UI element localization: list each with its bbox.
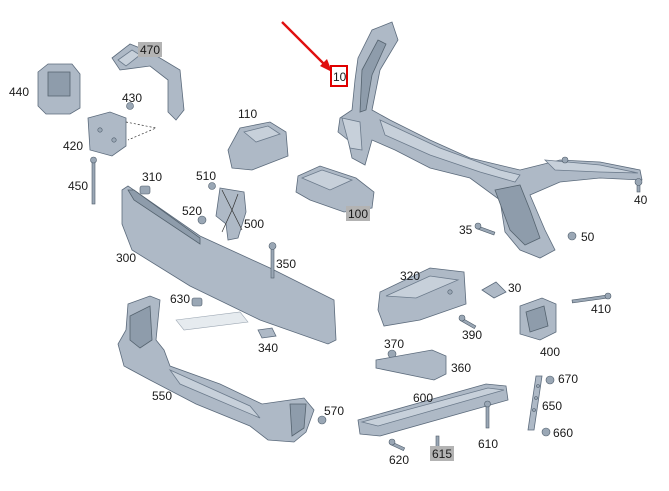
label-100[interactable]: 100 bbox=[348, 207, 368, 221]
part-450-bolt[interactable] bbox=[90, 156, 97, 205]
part-110-duct[interactable] bbox=[227, 121, 289, 171]
part-40-bolt[interactable] bbox=[634, 178, 643, 193]
part-360-trim[interactable] bbox=[375, 349, 447, 381]
label-30[interactable]: 30 bbox=[508, 281, 522, 295]
label-40[interactable]: 40 bbox=[634, 193, 648, 207]
part-610-bolt[interactable] bbox=[484, 400, 491, 429]
selection-arrow bbox=[281, 21, 332, 72]
label-110[interactable]: 110 bbox=[238, 107, 257, 121]
selection-frame-10 bbox=[330, 65, 348, 87]
part-670-nut[interactable] bbox=[545, 375, 555, 385]
label-620[interactable]: 620 bbox=[389, 453, 409, 467]
highlight-615 bbox=[430, 446, 454, 461]
label-630[interactable]: 630 bbox=[170, 292, 190, 306]
part-570-bolt[interactable] bbox=[317, 415, 327, 425]
part-310-clip[interactable] bbox=[139, 185, 151, 195]
label-615[interactable]: 615 bbox=[432, 447, 452, 461]
part-35-bolt[interactable] bbox=[474, 222, 496, 236]
label-10[interactable]: 10 bbox=[333, 70, 347, 84]
part-660-nut[interactable] bbox=[541, 427, 551, 437]
part-350-bolt[interactable] bbox=[268, 242, 277, 279]
label-35[interactable]: 35 bbox=[459, 223, 473, 237]
part-410-bolt[interactable] bbox=[571, 292, 612, 304]
label-550[interactable]: 550 bbox=[152, 389, 172, 403]
label-350[interactable]: 350 bbox=[276, 257, 296, 271]
part-100-duct[interactable] bbox=[295, 165, 375, 213]
label-600[interactable]: 600 bbox=[413, 391, 433, 405]
label-520[interactable]: 520 bbox=[182, 204, 202, 218]
part-320-bracket[interactable] bbox=[377, 267, 467, 327]
label-660[interactable]: 660 bbox=[553, 426, 573, 440]
part-50-bolt[interactable] bbox=[567, 231, 577, 241]
part-600-rail[interactable] bbox=[357, 383, 509, 437]
label-440[interactable]: 440 bbox=[9, 85, 29, 99]
part-300-crossbar[interactable] bbox=[121, 185, 337, 345]
label-420[interactable]: 420 bbox=[63, 139, 83, 153]
part-420-plate[interactable] bbox=[87, 111, 127, 157]
part-10-front-carrier[interactable] bbox=[337, 21, 643, 259]
part-400-housing[interactable] bbox=[519, 297, 557, 341]
label-570[interactable]: 570 bbox=[324, 404, 344, 418]
label-400[interactable]: 400 bbox=[540, 345, 560, 359]
label-510[interactable]: 510 bbox=[196, 169, 216, 183]
highlight-100 bbox=[346, 206, 370, 221]
label-390[interactable]: 390 bbox=[462, 328, 482, 342]
label-670[interactable]: 670 bbox=[558, 372, 578, 386]
part-430-bolt[interactable] bbox=[126, 102, 134, 110]
part-550-carrier[interactable] bbox=[117, 295, 315, 443]
label-320[interactable]: 320 bbox=[400, 269, 420, 283]
part-500-bracket[interactable] bbox=[215, 187, 247, 241]
highlight-470 bbox=[138, 42, 162, 57]
label-470[interactable]: 470 bbox=[140, 43, 160, 57]
part-30-clip[interactable] bbox=[481, 281, 507, 299]
label-50[interactable]: 50 bbox=[581, 230, 595, 244]
part-620-bolt[interactable] bbox=[388, 438, 406, 452]
part-440-block[interactable] bbox=[37, 63, 81, 115]
label-360[interactable]: 360 bbox=[451, 361, 471, 375]
label-410[interactable]: 410 bbox=[591, 302, 611, 316]
label-610[interactable]: 610 bbox=[478, 437, 498, 451]
part-510-clip[interactable] bbox=[208, 182, 216, 190]
label-370[interactable]: 370 bbox=[384, 337, 404, 351]
part-520-nut[interactable] bbox=[197, 215, 207, 225]
label-650[interactable]: 650 bbox=[542, 399, 562, 413]
label-430[interactable]: 430 bbox=[122, 91, 142, 105]
part-630-clip[interactable] bbox=[191, 297, 203, 307]
part-340-clip[interactable] bbox=[257, 327, 277, 339]
part-390-bolt[interactable] bbox=[458, 314, 477, 330]
label-500[interactable]: 500 bbox=[244, 217, 264, 231]
label-300[interactable]: 300 bbox=[116, 251, 136, 265]
label-340[interactable]: 340 bbox=[258, 341, 278, 355]
label-450[interactable]: 450 bbox=[68, 179, 88, 193]
label-310[interactable]: 310 bbox=[142, 170, 162, 184]
trim-strip bbox=[175, 311, 249, 331]
part-650-strap[interactable] bbox=[527, 375, 543, 431]
